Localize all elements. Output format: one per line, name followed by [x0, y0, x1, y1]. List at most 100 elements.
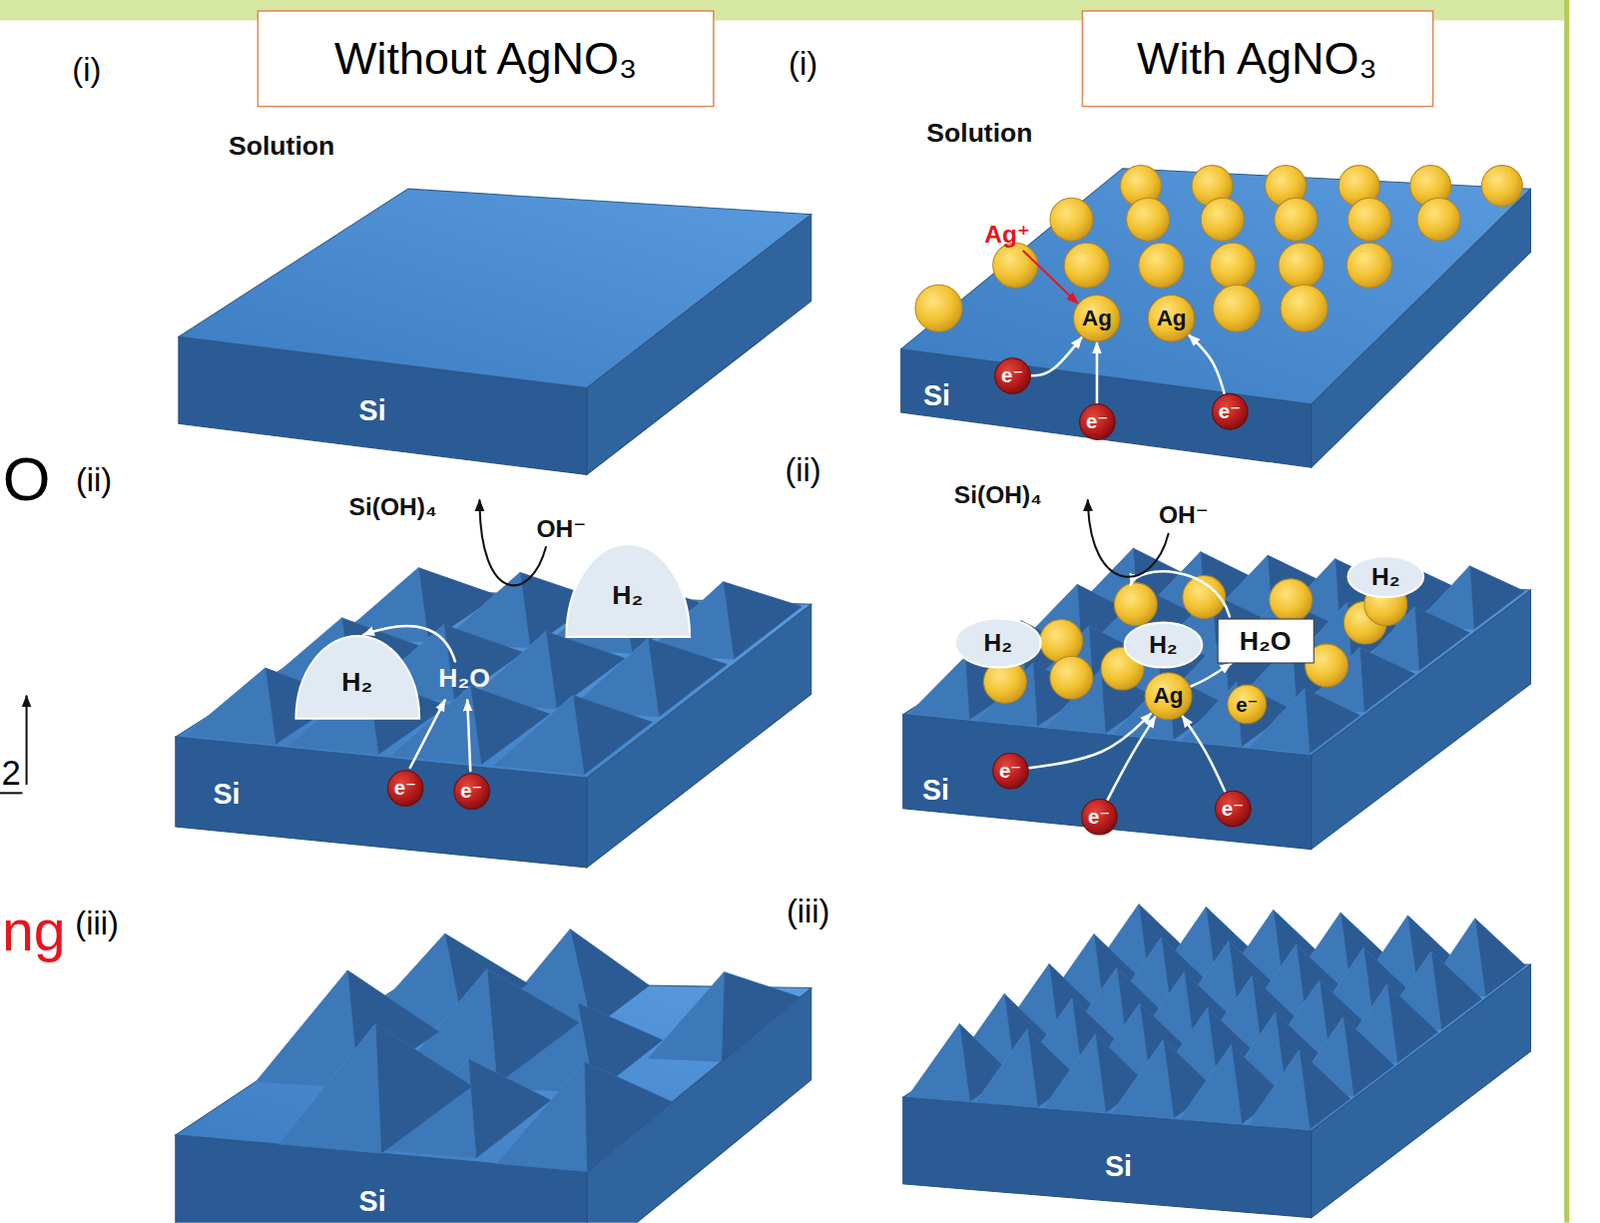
pyramid-face: [722, 581, 802, 659]
pyramid-face: [976, 1029, 1039, 1107]
node-text: H₂: [341, 668, 373, 696]
underline: [0, 791, 22, 794]
reaction-arrow: [1130, 570, 1230, 616]
electron-transfer-arrow: [1029, 713, 1151, 769]
hydrogen-bubble: H₂: [953, 615, 1044, 669]
node-text: e⁻: [1087, 806, 1110, 827]
outline: [387, 769, 424, 806]
silver-particle: [1064, 242, 1109, 288]
outline: [1144, 672, 1192, 720]
silver-particle: [1346, 242, 1392, 288]
water-box: H₂O: [1216, 618, 1314, 664]
electron: e⁻: [386, 768, 425, 807]
silver-particle: [1138, 242, 1184, 288]
silver-particle: [993, 242, 1039, 288]
material-label: Si: [923, 381, 951, 411]
pyramid-face: [909, 656, 970, 720]
pyramid: [647, 972, 800, 1063]
silver-particle: [1213, 284, 1261, 332]
silver-particle: [1050, 197, 1093, 241]
medium-label: Solution: [228, 132, 335, 160]
silicon-illustration: [0, 165, 1531, 1223]
outline: [994, 357, 1031, 394]
electron: e⁻: [1210, 392, 1249, 431]
panel-label: (iii): [786, 895, 831, 929]
cut-text: O: [2, 449, 51, 511]
hydrogen-bubble: H₂: [1345, 553, 1426, 599]
silver-particle: [1280, 284, 1328, 332]
outline: [1217, 618, 1314, 663]
pyramid-face: [1469, 565, 1525, 629]
pyramid-face: [908, 1023, 971, 1101]
water-label: H₂O: [438, 664, 491, 692]
silver-particle: [1209, 242, 1255, 288]
pyramid-face: [1304, 688, 1360, 754]
pyramid: [1249, 688, 1361, 754]
material-label: Si: [1104, 1151, 1132, 1181]
pyramid: [1248, 1050, 1351, 1129]
pyramid-face: [1111, 1039, 1174, 1118]
outline: [565, 542, 690, 636]
electron: e⁻: [1213, 789, 1252, 828]
pyramid-face: [647, 638, 727, 717]
electron: e⁻: [452, 771, 491, 810]
electron-transfer-arrow: [1107, 716, 1156, 800]
condition-box: With AgNO₃: [1080, 9, 1434, 107]
ion-label: OH⁻: [535, 516, 586, 541]
panel-label: (ii): [784, 453, 821, 487]
silver-particle: [1278, 242, 1324, 288]
condition-box: Without AgNO₃: [257, 9, 715, 107]
outline: [992, 752, 1029, 789]
node-text: H₂: [1148, 632, 1178, 658]
pyramid: [493, 694, 652, 774]
electron: e⁻: [991, 751, 1030, 790]
material-label: Si: [212, 779, 240, 809]
outline: [454, 773, 491, 810]
node-text: Ag: [1156, 307, 1187, 330]
node-text: e⁻: [1218, 401, 1241, 422]
electron: e⁻: [1226, 683, 1268, 725]
material-label: Si: [922, 776, 950, 806]
node-text: e⁻: [1001, 365, 1024, 386]
electron-transfer-arrow: [1182, 715, 1226, 791]
pyramid-face: [493, 694, 584, 774]
node-text: With AgNO₃: [1136, 35, 1378, 81]
silver-particle: [1113, 582, 1157, 626]
node-text: Ag: [1153, 684, 1184, 707]
slide-border: [1564, 0, 1570, 1223]
outline: [955, 618, 1042, 668]
pyramid-face: [375, 1024, 473, 1154]
panel-label: (iii): [74, 907, 119, 941]
outline: [1081, 9, 1433, 106]
silicon-wafer: [901, 168, 1532, 469]
silicon-wafer: [178, 188, 812, 475]
pyramid-face: [647, 972, 724, 1063]
material-label: Si: [359, 1187, 387, 1217]
outline: [1078, 403, 1115, 440]
silver-particle: [1274, 197, 1318, 241]
node-text: e⁻: [1221, 797, 1244, 818]
outline: [1124, 622, 1203, 668]
electron-transfer-arrow: [1031, 337, 1082, 376]
electron-transfer-arrow: [1190, 663, 1231, 687]
node-text: e⁻: [1235, 693, 1258, 714]
pyramid-face: [184, 667, 276, 744]
pyramid-face: [1414, 606, 1470, 671]
reaction-arrow: [1087, 500, 1169, 577]
pyramid-face: [468, 1059, 551, 1158]
outline: [1080, 798, 1117, 835]
node-text: Ag: [1081, 307, 1112, 330]
pyramid-face: [1359, 647, 1415, 712]
electron: e⁻: [1077, 402, 1116, 441]
silver-particle: Ag: [1072, 294, 1122, 344]
node-text: e⁻: [460, 780, 483, 801]
outline: [1227, 684, 1267, 724]
electron-transfer-arrow: [1188, 335, 1224, 394]
pyramid-face: [572, 694, 652, 774]
cut-text: ng: [1, 902, 66, 960]
silver-particle: [1481, 165, 1523, 207]
pyramid-face: [583, 1062, 672, 1172]
